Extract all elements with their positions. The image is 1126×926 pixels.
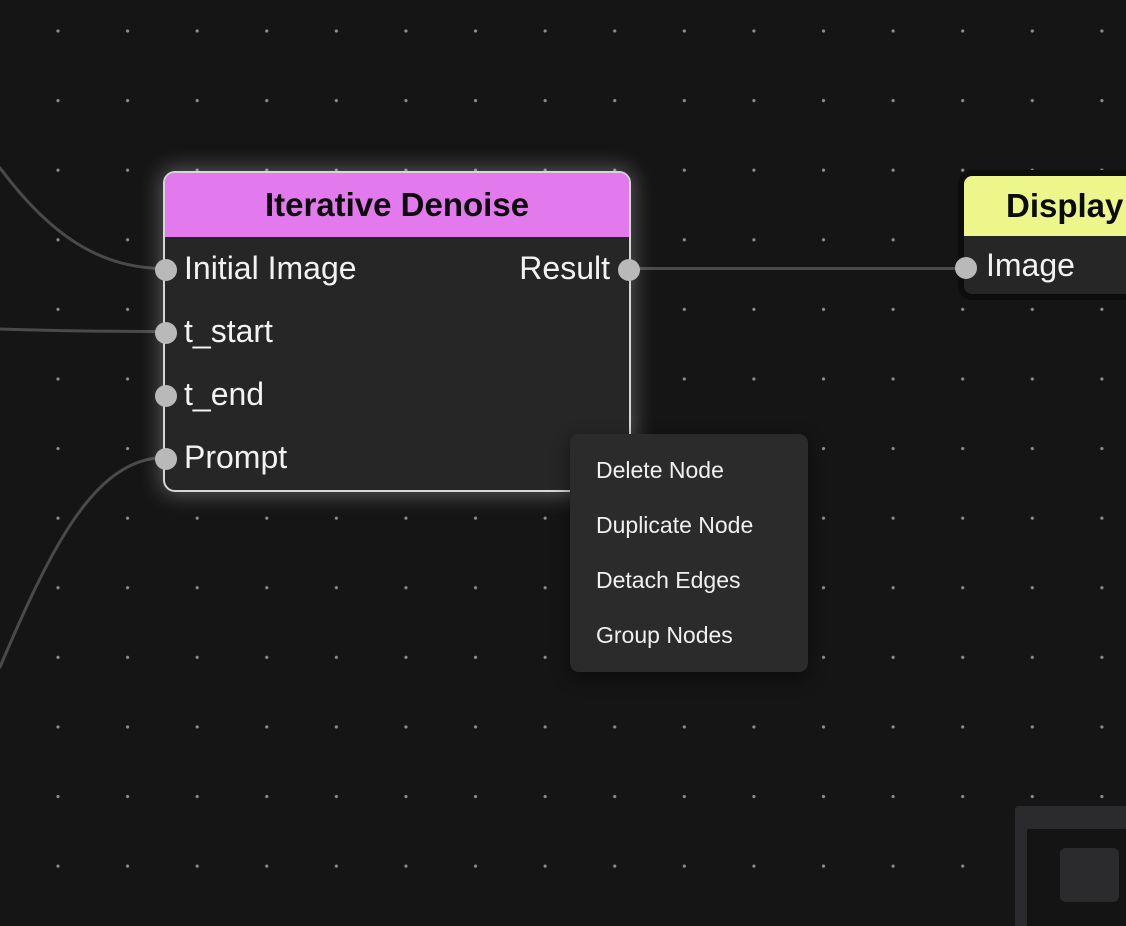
wire-prompt[interactable] (0, 456, 166, 669)
preview-node[interactable] (1015, 806, 1126, 926)
menu-item-group-nodes[interactable]: Group Nodes (596, 622, 733, 648)
context-menu: Delete Node Duplicate Node Detach Edges … (570, 434, 808, 672)
menu-item-detach-edges[interactable]: Detach Edges (596, 567, 741, 593)
input-port-t-start[interactable] (155, 322, 177, 344)
input-port-image[interactable] (955, 257, 977, 279)
node-display[interactable]: Display Image (955, 170, 1126, 300)
input-label-image: Image (986, 246, 1075, 283)
preview-image-area (1027, 829, 1126, 926)
menu-item-duplicate-node[interactable]: Duplicate Node (596, 512, 754, 538)
node-denoise-header[interactable]: Iterative Denoise (165, 173, 629, 237)
input-port-prompt[interactable] (155, 448, 177, 470)
input-label-initial-image: Initial Image (184, 250, 357, 286)
output-label-result: Result (519, 250, 610, 286)
menu-item-delete-node[interactable]: Delete Node (596, 457, 724, 483)
input-port-t-end[interactable] (155, 385, 177, 407)
output-port-result[interactable] (618, 259, 640, 281)
wire-initial-image[interactable] (0, 166, 166, 270)
wire-t-start[interactable] (0, 327, 166, 333)
input-port-initial-image[interactable] (155, 259, 177, 281)
node-display-header[interactable]: Display (964, 176, 1126, 236)
preview-image-placeholder (1060, 848, 1119, 902)
input-label-t-start: t_start (184, 313, 273, 349)
input-label-t-end: t_end (184, 376, 265, 412)
node-iterative-denoise[interactable]: Iterative Denoise Initial Image Result t… (155, 171, 640, 492)
input-label-prompt: Prompt (184, 439, 288, 475)
